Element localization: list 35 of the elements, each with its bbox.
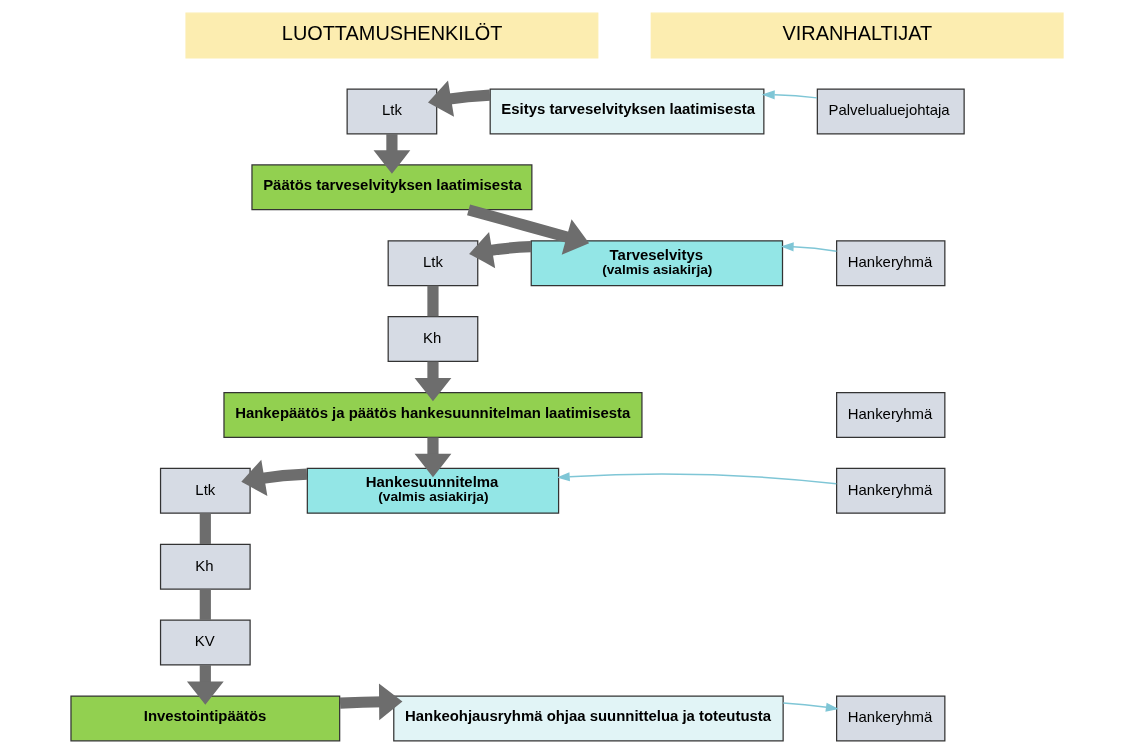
arrow [414,361,452,402]
arrow [186,665,224,705]
node-box: Ltk [346,88,438,135]
node-box: Kh [387,316,479,363]
arrow [339,683,403,721]
node-box: Tarveselvitys (valmis asiakirja) [530,240,784,287]
node-box: Kh [159,543,251,590]
arrow [469,231,532,269]
node-box: Hankeohjausryhmä ohjaa suunnittelua ja toteutusta [393,695,784,742]
node-box: VIRANHALTIJAT [650,12,1064,59]
arrow [782,702,839,712]
node-box: Hankepäätös ja päätös hankesuunnitelman laatimisesta [223,391,643,438]
arrow [241,459,308,496]
node-box: Palvelualuejohtaja [816,88,965,135]
node-box: Esitys tarveselvityksen laatimisesta [489,88,765,135]
arrow [414,437,452,478]
node-box: Päätös tarveselvityksen laatimisesta [251,164,533,211]
arrow [780,242,838,252]
node-box: LUOTTAMUSHENKILÖT [185,12,599,59]
node-box: Investointipäätös [70,695,341,742]
node-box: Ltk [387,240,479,287]
connector [199,589,211,620]
arrow [373,133,411,174]
node-box: Ltk [159,467,251,514]
node-box: Hankeryhmä [836,240,946,287]
node-box: Hankeryhmä [836,467,946,514]
node-box: Hankesuunnitelma (valmis asiakirja) [306,467,560,514]
arrow [428,80,491,117]
connector [199,513,211,544]
node-box: Hankeryhmä [836,695,946,742]
node-box: Hankeryhmä [836,391,946,438]
node-box: KV [159,619,251,666]
arrow [761,90,818,100]
connector [427,285,439,317]
arrow [556,472,838,485]
